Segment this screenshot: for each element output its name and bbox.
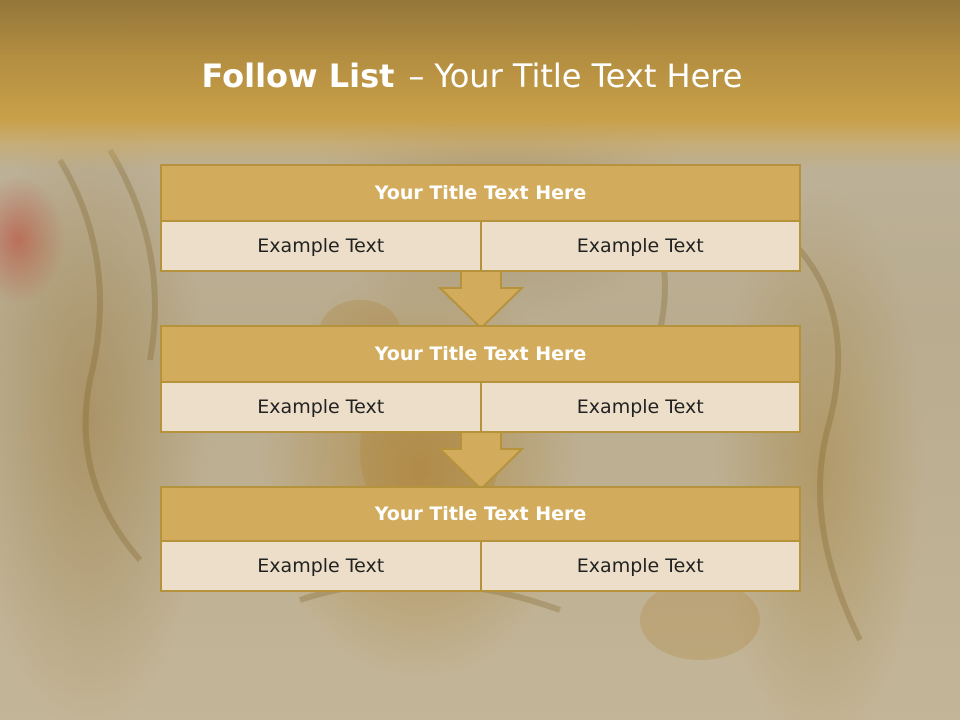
step-title: Your Title Text Here: [160, 164, 801, 222]
step-row: Example Text Example Text: [160, 542, 801, 592]
step-title: Your Title Text Here: [160, 325, 801, 383]
down-arrow-icon: [438, 431, 524, 491]
step-cell-left: Example Text: [160, 542, 482, 592]
step-cell-right: Example Text: [481, 542, 801, 592]
slide-title-bold: Follow List: [201, 57, 395, 95]
step-cell-left: Example Text: [160, 222, 482, 272]
slide-title-separator: –: [408, 57, 425, 95]
header-band: [0, 0, 960, 170]
step-block-3: Your Title Text Here Example Text Exampl…: [160, 486, 801, 592]
step-row: Example Text Example Text: [160, 222, 801, 272]
step-title: Your Title Text Here: [160, 486, 801, 542]
step-block-2: Your Title Text Here Example Text Exampl…: [160, 325, 801, 433]
step-cell-left: Example Text: [160, 383, 482, 433]
step-cell-right: Example Text: [481, 383, 801, 433]
down-arrow-icon: [438, 270, 524, 330]
step-row: Example Text Example Text: [160, 383, 801, 433]
slide-title: Follow List–Your Title Text Here: [0, 54, 944, 98]
step-block-1: Your Title Text Here Example Text Exampl…: [160, 164, 801, 272]
slide-title-rest: Your Title Text Here: [434, 57, 743, 95]
step-cell-right: Example Text: [481, 222, 801, 272]
